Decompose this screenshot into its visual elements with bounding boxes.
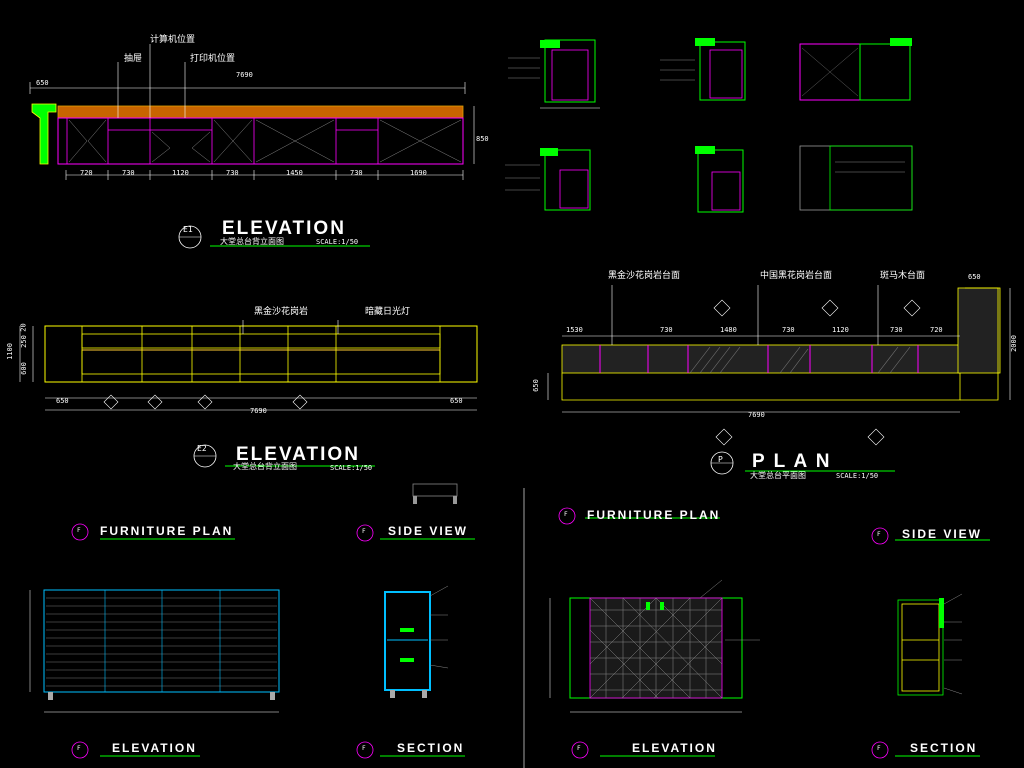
plan-dim-t3: 1480 [720,326,737,334]
plan-dim-t1: 1530 [566,326,583,334]
e2-annotation-granite: 黑金沙花岗岩 [254,307,309,317]
e2-scale: SCALE:1/50 [330,464,373,472]
e1-scale: SCALE:1/50 [316,238,359,246]
right-furniture-drawings [549,517,990,757]
left-side-view-tag: F [362,528,366,535]
plan-dim-total: 7690 [748,411,765,419]
plan-tag: P [718,455,723,464]
e2-dim-h2: 600 [19,362,28,375]
plan-dim-right-top: 650 [968,273,981,281]
plan-dim-right-side: 2000 [1009,335,1018,352]
plan-annotation-china-black: 中国黑花岗岩台面 [760,271,833,281]
plan-annotation-black-gold: 黑金沙花岗岩台面 [608,271,681,281]
right-section-title: SECTION [910,741,978,755]
e1-title: ELEVATION [222,218,346,239]
e1-dim-b5: 1450 [286,169,303,177]
e1-dim-left: 650 [36,79,49,87]
e1-annotation-computer: 计算机位置 [150,35,196,45]
furniture-tag-circles [71,507,889,759]
e1-dim-b2: 730 [122,169,135,177]
right-elevation-tag: F [577,745,581,752]
right-furniture-plan-title: FURNITURE PLAN [587,508,721,522]
e2-dim-left: 650 [56,397,69,405]
e2-tag: E2 [197,444,207,453]
cabinet-detail-views [505,38,913,213]
e2-elevation-drawing [19,320,478,468]
plan-dim-t2: 730 [660,326,673,334]
e2-dim-h4: 20 [19,323,28,332]
left-furniture-plan-tag: F [77,527,81,534]
left-section-title: SECTION [397,741,465,755]
e2-dim-total: 7690 [250,407,267,415]
plan-dim-left-side: 650 [531,379,540,392]
left-elevation-tag: F [77,745,81,752]
plan-subtitle: 大堂总台平面图 [750,471,806,480]
e1-dim-total: 7690 [236,71,253,79]
plan-dim-t6: 730 [890,326,903,334]
plan-annotation-zebrawood: 斑马木台面 [880,271,926,281]
e2-subtitle: 大堂总台背立面图 [233,462,297,471]
e1-dim-b4: 730 [226,169,239,177]
e1-dim-b7: 1690 [410,169,427,177]
e1-tag: E1 [183,225,193,234]
left-furniture-drawings [29,483,475,757]
e2-dim-h1: 1100 [5,343,14,360]
right-side-view-title: SIDE VIEW [902,527,983,541]
plan-dim-t4: 730 [782,326,795,334]
plan-title: P L A N [752,451,832,472]
e2-dim-h3: 250 [19,335,28,348]
e1-dim-height: 850 [476,135,489,143]
e1-dim-b3: 1120 [172,169,189,177]
right-side-view-tag: F [877,531,881,538]
left-side-view-title: SIDE VIEW [388,524,469,538]
left-furniture-plan-title: FURNITURE PLAN [100,524,234,538]
e1-dim-b6: 730 [350,169,363,177]
e1-subtitle: 大堂总台背立面图 [220,237,284,246]
right-section-tag: F [877,745,881,752]
plan-scale: SCALE:1/50 [836,472,879,480]
plan-dim-t7: 720 [930,326,943,334]
e1-dim-b1: 720 [80,169,93,177]
e2-title: ELEVATION [236,444,360,465]
e1-annotation-printer: 打印机位置 [190,54,236,64]
left-elevation-title: ELEVATION [112,741,197,755]
right-furniture-plan-tag: F [564,511,568,518]
left-section-tag: F [362,745,366,752]
e1-annotation-drawer: 抽屉 [124,54,143,64]
right-elevation-title: ELEVATION [632,741,717,755]
plan-drawing [547,285,1011,475]
e2-annotation-light: 暗藏日光灯 [365,307,411,317]
e2-dim-right: 650 [450,397,463,405]
plan-dim-t5: 1120 [832,326,849,334]
e1-elevation-drawing [29,44,475,249]
